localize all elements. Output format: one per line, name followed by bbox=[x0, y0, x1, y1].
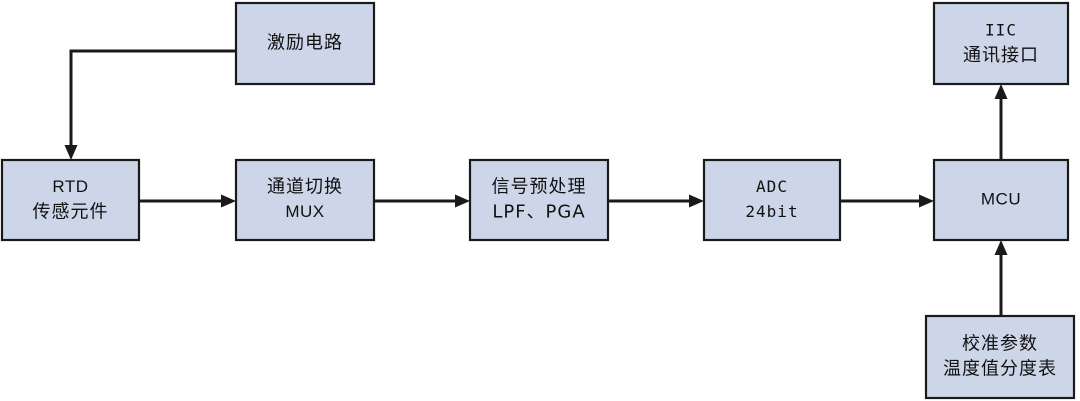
connectors-layer bbox=[64, 49, 1008, 316]
rtd-sensor-label-line-1: RTD bbox=[52, 177, 88, 196]
connector-calibration-to-mcu-arrowhead-icon bbox=[994, 240, 1008, 255]
rtd-sensor-box[interactable] bbox=[0, 158, 141, 242]
connector-excitation-to-rtd bbox=[64, 49, 236, 160]
node-mcu[interactable]: MCU bbox=[932, 158, 1070, 242]
adc-24bit-box[interactable] bbox=[702, 158, 842, 242]
connector-rtd-to-mux bbox=[139, 194, 236, 208]
connector-excitation-to-rtd-line bbox=[69, 49, 236, 145]
connector-preprocessing-to-adc bbox=[608, 194, 704, 208]
connector-calibration-to-mcu bbox=[994, 240, 1008, 316]
calibration-parameters-label-line-1: 校准参数 bbox=[962, 334, 1038, 355]
node-signal-preprocessing[interactable]: 信号预处理 LPF、PGA bbox=[468, 158, 610, 242]
connector-adc-to-mcu bbox=[840, 194, 934, 208]
signal-preprocessing-label-line-2: LPF、PGA bbox=[492, 202, 585, 223]
node-rtd-sensor[interactable]: RTD 传感元件 bbox=[0, 158, 141, 242]
iic-interface-box[interactable] bbox=[932, 1, 1070, 86]
connector-adc-to-mcu-arrowhead-icon bbox=[919, 194, 934, 208]
connector-excitation-to-rtd-arrowhead-icon bbox=[64, 145, 78, 160]
calibration-parameters-label-line-2: 温度值分度表 bbox=[943, 359, 1057, 380]
excitation-circuit-label-line-1: 激励电路 bbox=[267, 33, 343, 54]
node-adc-24bit[interactable]: ADC 24bit bbox=[702, 158, 842, 242]
iic-interface-label-line-1: IIC bbox=[985, 21, 1017, 40]
node-channel-mux[interactable]: 通道切换 MUX bbox=[234, 158, 376, 242]
connector-mux-to-preprocessing-arrowhead-icon bbox=[455, 194, 470, 208]
channel-mux-box[interactable] bbox=[234, 158, 376, 242]
iic-interface-label-line-2: 通讯接口 bbox=[963, 45, 1039, 66]
node-excitation-circuit[interactable]: 激励电路 bbox=[234, 1, 376, 86]
excitation-circuit-box[interactable] bbox=[234, 1, 376, 86]
connector-mux-to-preprocessing bbox=[374, 194, 470, 208]
channel-mux-label-line-2: MUX bbox=[285, 202, 324, 221]
connector-preprocessing-to-adc-arrowhead-icon bbox=[689, 194, 704, 208]
mcu-label-line-1: MCU bbox=[981, 189, 1021, 208]
signal-preprocessing-box[interactable] bbox=[468, 158, 610, 242]
calibration-parameters-box[interactable] bbox=[924, 314, 1076, 400]
adc-24bit-label-line-2: 24bit bbox=[745, 202, 798, 221]
connector-mcu-to-iic-arrowhead-icon bbox=[994, 84, 1008, 99]
mcu-box[interactable] bbox=[932, 158, 1070, 242]
channel-mux-label-line-1: 通道切换 bbox=[267, 177, 343, 198]
node-iic-interface[interactable]: IIC 通讯接口 bbox=[932, 1, 1070, 86]
rtd-sensor-label-line-2: 传感元件 bbox=[33, 202, 109, 223]
adc-24bit-label-line-1: ADC bbox=[756, 177, 788, 196]
connector-mcu-to-iic bbox=[994, 84, 1008, 160]
connector-rtd-to-mux-arrowhead-icon bbox=[221, 194, 236, 208]
signal-preprocessing-label-line-1: 信号预处理 bbox=[492, 177, 587, 198]
